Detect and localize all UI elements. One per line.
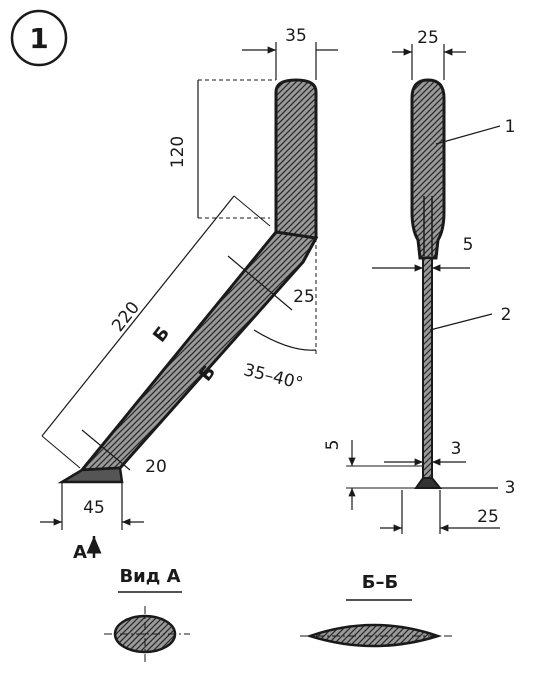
blade-base [57, 466, 124, 484]
front-shaft [422, 257, 433, 481]
front-view: 25 5 5 3 25 1 2 3 [323, 28, 515, 534]
dim-base: 45 [83, 498, 105, 518]
figure-number: 1 [29, 22, 48, 55]
dim-handle-width: 25 [293, 287, 315, 307]
dim-foot-thickness: 3 [451, 439, 462, 459]
dim-blade-width: 20 [145, 457, 167, 477]
dim-angle: 35–40° [242, 360, 305, 394]
callout-1: 1 [505, 117, 516, 137]
front-foot [414, 477, 443, 489]
section-bb-title: Б–Б [362, 572, 398, 593]
diagonal-shaft [78, 230, 319, 472]
dim-front-top-width: 25 [417, 28, 439, 48]
callout-2: 2 [501, 305, 512, 325]
dim-width-top: 35 [285, 26, 307, 46]
view-arrow-label: A [73, 542, 87, 563]
dim-shaft-width: 5 [463, 235, 474, 255]
handle-body [274, 78, 318, 264]
front-handle [410, 78, 446, 260]
section-mark-upper: Б [149, 323, 174, 347]
figure-number-badge: 1 [10, 9, 68, 67]
section-bb-profile [305, 623, 443, 648]
dim-base-width: 25 [477, 507, 499, 527]
side-view: 35 120 220 Б Б 25 35–40° 20 45 A [40, 26, 338, 563]
section-bb: Б–Б [300, 572, 452, 648]
view-a: Вид А [104, 566, 190, 662]
dim-foot-height: 5 [323, 440, 343, 451]
view-a-title: Вид А [119, 566, 180, 587]
callout-3: 3 [505, 478, 516, 498]
dim-diagonal: 220 [108, 298, 144, 336]
dim-vertical: 120 [168, 136, 188, 168]
